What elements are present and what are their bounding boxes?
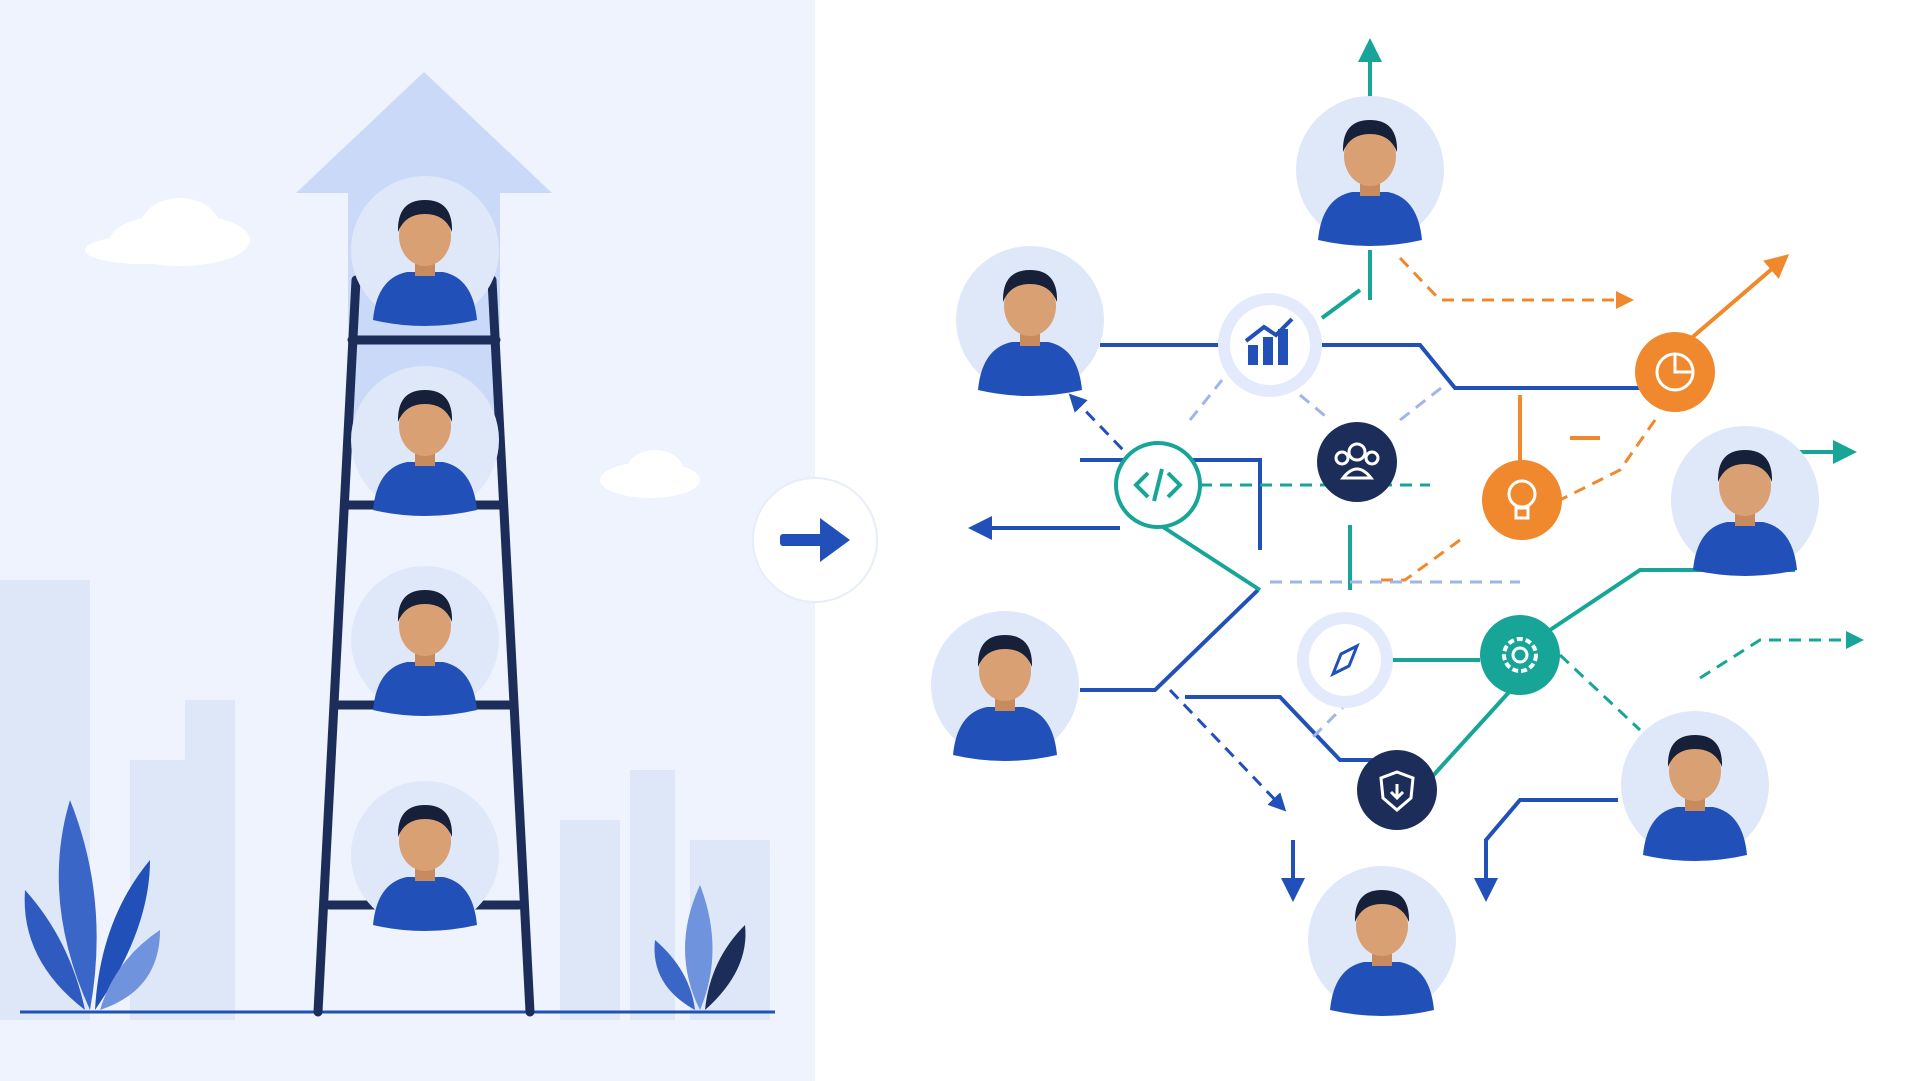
network-person-right	[1671, 426, 1819, 576]
bar-chart-icon	[1218, 293, 1322, 397]
code-icon	[1114, 441, 1202, 529]
cloud-large	[85, 198, 250, 266]
network-person-top	[1296, 96, 1444, 246]
network-person-upper-left	[956, 246, 1104, 396]
lightbulb-icon	[1482, 460, 1562, 540]
team-icon	[1317, 422, 1397, 502]
gear-icon	[1480, 615, 1560, 695]
shield-download-icon	[1357, 750, 1437, 830]
network-person-left	[931, 611, 1079, 761]
arrow-right-icon	[780, 518, 850, 562]
left-panel	[0, 0, 815, 1081]
network-person-lower-right	[1621, 711, 1769, 861]
cloud-small	[600, 450, 700, 498]
transition-arrow	[752, 477, 878, 603]
network-person-bottom	[1308, 866, 1456, 1016]
compass-icon	[1297, 612, 1393, 708]
plant-right	[654, 885, 746, 1010]
right-panel	[931, 38, 1864, 1016]
pie-chart-icon	[1635, 332, 1715, 412]
plant-left	[24, 800, 160, 1010]
city-skyline	[0, 580, 770, 1020]
